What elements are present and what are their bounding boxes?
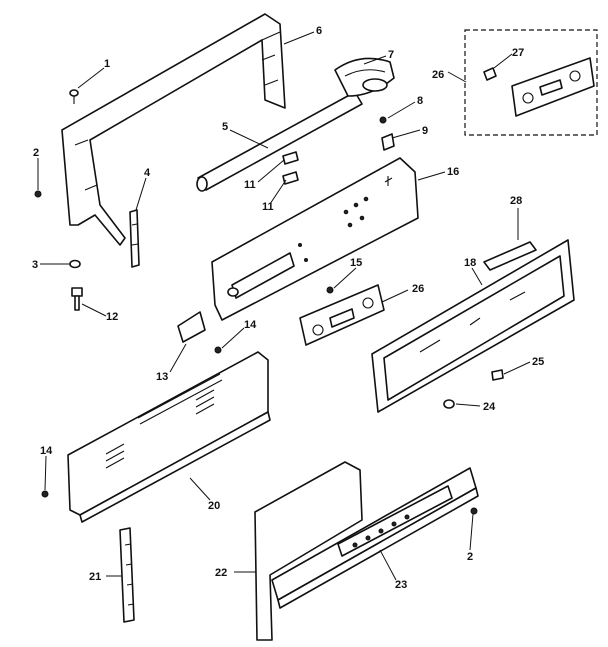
callout-23: 23: [395, 579, 407, 591]
callout-13: 13: [156, 371, 168, 383]
leader-lines: [37, 31, 531, 581]
callout-11-a: 11: [244, 179, 256, 191]
callout-12: 12: [106, 311, 118, 323]
callout-14-center: 14: [244, 319, 257, 331]
callout-9: 9: [422, 125, 428, 137]
callout-4: 4: [144, 167, 151, 179]
part-28-handle: [483, 241, 537, 271]
part-11-fastener-b: [282, 171, 299, 185]
part-7-light: [334, 57, 395, 97]
callout-25: 25: [532, 356, 544, 368]
callout-14-left: 14: [40, 445, 53, 457]
callout-8: 8: [417, 95, 423, 107]
callout-2-left: 2: [33, 147, 39, 159]
part-4-bracket: [129, 209, 140, 268]
callout-26-center: 26: [412, 283, 424, 295]
part-14-screw-center: [214, 346, 222, 354]
callout-22: 22: [215, 567, 227, 579]
callout-1: 1: [104, 58, 110, 70]
part-11-fastener-a: [282, 151, 299, 165]
callout-27: 27: [512, 47, 524, 59]
callout-7: 7: [388, 49, 394, 61]
callout-3: 3: [32, 259, 38, 271]
callout-15: 15: [350, 257, 362, 269]
callout-28: 28: [510, 195, 522, 207]
part-3-washer: [69, 259, 81, 269]
part-2-screw-right: [470, 507, 478, 515]
callout-6: 6: [316, 25, 322, 37]
part-20-lower-panel: [67, 351, 271, 523]
callout-21: 21: [89, 571, 101, 583]
part-13-plate: [177, 311, 206, 343]
part-8-screw: [379, 116, 387, 124]
callout-20: 20: [208, 500, 220, 512]
part-14-screw-left: [41, 490, 49, 498]
part-25-plug: [491, 369, 504, 381]
part-16-control-panel: [211, 157, 419, 321]
callout-2-right: 2: [467, 551, 473, 563]
part-12-bolt: [71, 287, 83, 311]
part-2-screw-left: [34, 190, 42, 198]
callout-16: 16: [447, 166, 459, 178]
part-1-screw: [69, 89, 79, 104]
part-26-inset-box: [464, 29, 598, 136]
part-15-screw: [326, 286, 334, 294]
part-5-tube: [196, 91, 363, 192]
callout-5: 5: [222, 121, 228, 133]
part-24-knob: [443, 399, 455, 409]
part-9-clip: [381, 133, 395, 151]
callout-24: 24: [483, 401, 496, 413]
part-18-glass-panel: [371, 239, 575, 413]
part-21-rail: [119, 527, 135, 623]
callout-labels: 1 2 3 4 5 6 7 8 9 11 11 12 13 14 14 15 1…: [32, 25, 544, 591]
callout-18: 18: [464, 257, 476, 269]
part-23-trim-bar: [337, 485, 453, 557]
part-6-back-frame: [61, 13, 286, 246]
part-26-trim-center: [299, 284, 385, 346]
callout-26-inset: 26: [432, 69, 444, 81]
callout-11-b: 11: [262, 201, 274, 213]
